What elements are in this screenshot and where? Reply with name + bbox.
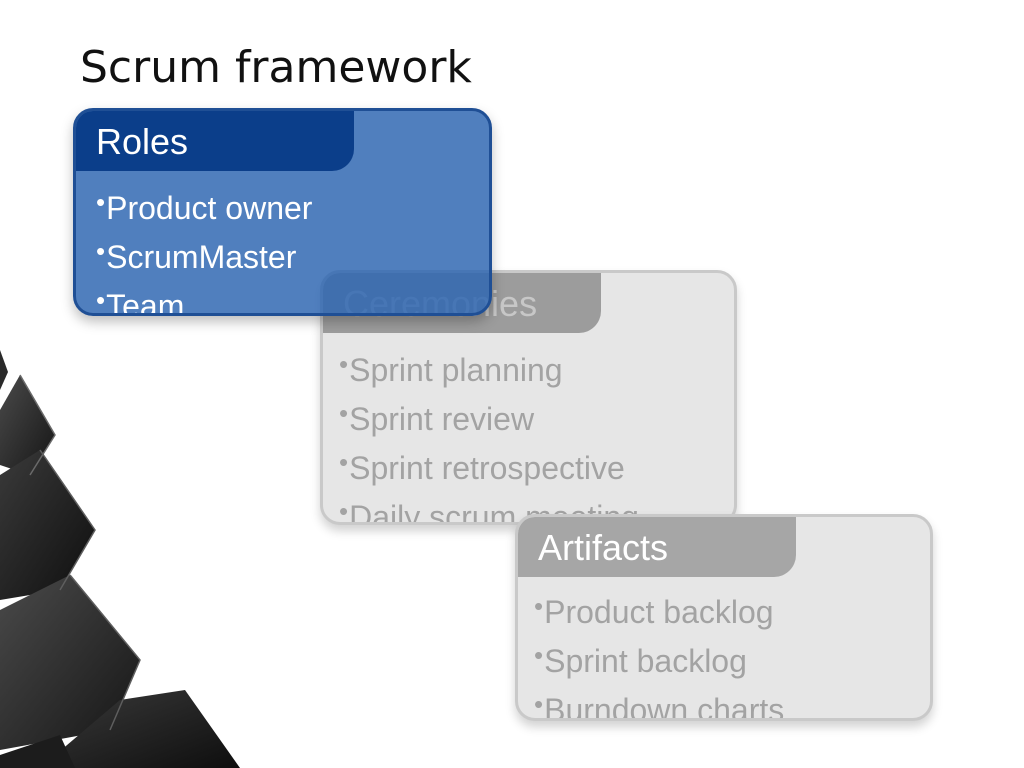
list-item: •ScrumMaster (96, 236, 297, 275)
decorative-cubes (0, 350, 240, 768)
artifacts-list: •Product backlog •Sprint backlog •Burndo… (534, 585, 785, 721)
bullet-icon: • (96, 236, 106, 266)
list-item: •Product owner (96, 187, 313, 226)
bullet-icon: • (339, 349, 349, 379)
list-item: •Sprint review (339, 398, 535, 437)
roles-list: •Product owner •ScrumMaster •Team (96, 181, 313, 316)
list-item: •Sprint planning (339, 349, 563, 388)
artifacts-card: Artifacts •Product backlog •Sprint backl… (515, 514, 933, 721)
artifacts-heading: Artifacts (518, 517, 796, 577)
list-item: •Sprint backlog (534, 640, 747, 679)
list-item: •Team (96, 285, 185, 316)
bullet-icon: • (339, 398, 349, 428)
slide-title: Scrum framework (80, 42, 472, 93)
list-item: •Burndown charts (534, 689, 785, 721)
ceremonies-list: •Sprint planning •Sprint review •Sprint … (339, 343, 639, 525)
bullet-icon: • (534, 640, 544, 670)
bullet-icon: • (534, 591, 544, 621)
bullet-icon: • (96, 187, 106, 217)
list-item: •Product backlog (534, 591, 774, 630)
roles-heading: Roles (76, 111, 354, 171)
bullet-icon: • (96, 285, 106, 315)
bullet-icon: • (339, 447, 349, 477)
bullet-icon: • (534, 689, 544, 719)
list-item: •Sprint retrospective (339, 447, 625, 486)
bullet-icon: • (339, 496, 349, 525)
roles-card: Roles •Product owner •ScrumMaster •Team (73, 108, 492, 316)
